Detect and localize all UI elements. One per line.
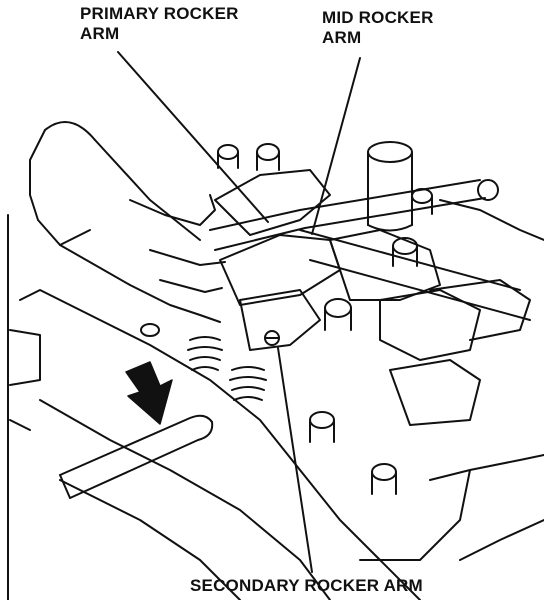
mid-leader-line: [311, 57, 361, 235]
plug-tube: [367, 141, 413, 232]
valve-springs: [187, 336, 267, 401]
rocker-arms: [214, 169, 531, 426]
arrow-down-icon: [125, 361, 173, 425]
secondary-leader-line: [277, 347, 313, 573]
rocker-shaft: [209, 179, 531, 321]
primary-rocker-arm-label: PRIMARY ROCKER ARM: [80, 4, 239, 44]
primary-rocker-arm-label-line2: ARM: [80, 24, 120, 43]
hand-illustration: [29, 121, 226, 323]
secondary-rocker-arm-label: SECONDARY ROCKER ARM: [190, 576, 423, 596]
head-bolts: [140, 143, 433, 495]
primary-rocker-arm-label-line1: PRIMARY ROCKER: [80, 4, 239, 23]
wrench-illustration: [59, 414, 214, 499]
primary-leader-line: [117, 51, 269, 223]
cylinder-head: [7, 199, 544, 600]
mid-rocker-arm-label: MID ROCKER ARM: [322, 8, 434, 48]
mid-rocker-arm-label-line1: MID ROCKER: [322, 8, 434, 27]
mid-rocker-arm-label-line2: ARM: [322, 28, 362, 47]
secondary-rocker-arm-label-text: SECONDARY ROCKER ARM: [190, 576, 423, 595]
